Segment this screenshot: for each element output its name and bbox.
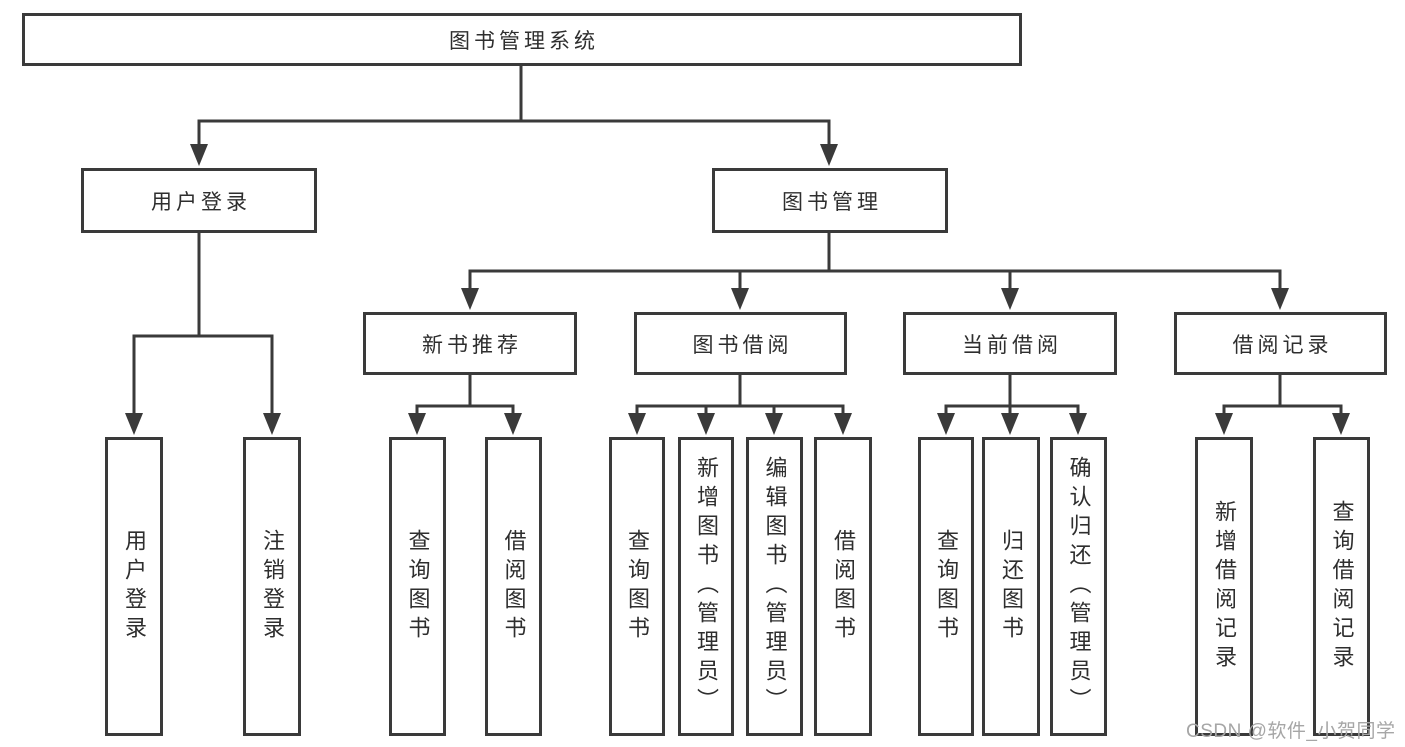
node-user-login-label: 用户登录 — [151, 190, 251, 214]
leaf-query-books-recommend-label: 查询图书 — [405, 528, 431, 645]
leaf-borrow-books-label: 借阅图书 — [831, 528, 856, 645]
node-root-label: 图书管理系统 — [449, 29, 599, 53]
node-root-system: 图书管理系统 — [22, 13, 1022, 66]
leaf-query-books-recommend: 查询图书 — [389, 437, 446, 736]
leaf-query-borrow-record-label: 查询借阅记录 — [1329, 499, 1355, 674]
leaf-query-books-current: 查询图书 — [918, 437, 974, 736]
leaf-edit-books-admin-label: 编辑图书（管理员） — [762, 456, 788, 717]
leaf-borrow-books: 借阅图书 — [814, 437, 872, 736]
leaf-user-login: 用户登录 — [105, 437, 163, 736]
node-borrowing-records-label: 借阅记录 — [1232, 333, 1333, 357]
leaf-query-books-borrowing: 查询图书 — [609, 437, 665, 736]
leaf-add-borrow-record: 新增借阅记录 — [1195, 437, 1253, 736]
node-user-login: 用户登录 — [81, 168, 317, 233]
node-new-book-recommend: 新书推荐 — [363, 312, 577, 375]
node-book-borrowing: 图书借阅 — [634, 312, 847, 375]
leaf-return-books: 归还图书 — [982, 437, 1040, 736]
leaf-add-books-admin: 新增图书（管理员） — [678, 437, 734, 736]
leaf-return-books-label: 归还图书 — [999, 528, 1024, 645]
leaf-logout-label: 注销登录 — [260, 528, 285, 645]
node-book-management-label: 图书管理 — [782, 190, 882, 214]
leaf-query-books-current-label: 查询图书 — [934, 528, 959, 645]
node-book-management: 图书管理 — [712, 168, 948, 233]
node-current-borrowing: 当前借阅 — [903, 312, 1117, 375]
leaf-confirm-return-admin: 确认归还（管理员） — [1050, 437, 1107, 736]
leaf-query-books-borrowing-label: 查询图书 — [625, 528, 650, 645]
leaf-confirm-return-admin-label: 确认归还（管理员） — [1066, 456, 1092, 717]
leaf-borrow-books-recommend: 借阅图书 — [485, 437, 542, 736]
node-borrowing-records: 借阅记录 — [1174, 312, 1387, 375]
leaf-query-borrow-record: 查询借阅记录 — [1313, 437, 1370, 736]
csdn-watermark: CSDN @软件_小贺同学 — [1186, 721, 1396, 742]
leaf-logout: 注销登录 — [243, 437, 301, 736]
leaf-borrow-books-recommend-label: 借阅图书 — [501, 528, 527, 645]
leaf-add-borrow-record-label: 新增借阅记录 — [1212, 499, 1237, 674]
leaf-edit-books-admin: 编辑图书（管理员） — [746, 437, 803, 736]
leaf-add-books-admin-label: 新增图书（管理员） — [694, 456, 719, 717]
node-current-borrowing-label: 当前借阅 — [962, 333, 1062, 357]
leaf-user-login-label: 用户登录 — [122, 528, 147, 645]
node-book-borrowing-label: 图书借阅 — [692, 333, 793, 357]
node-new-book-recommend-label: 新书推荐 — [422, 333, 522, 357]
